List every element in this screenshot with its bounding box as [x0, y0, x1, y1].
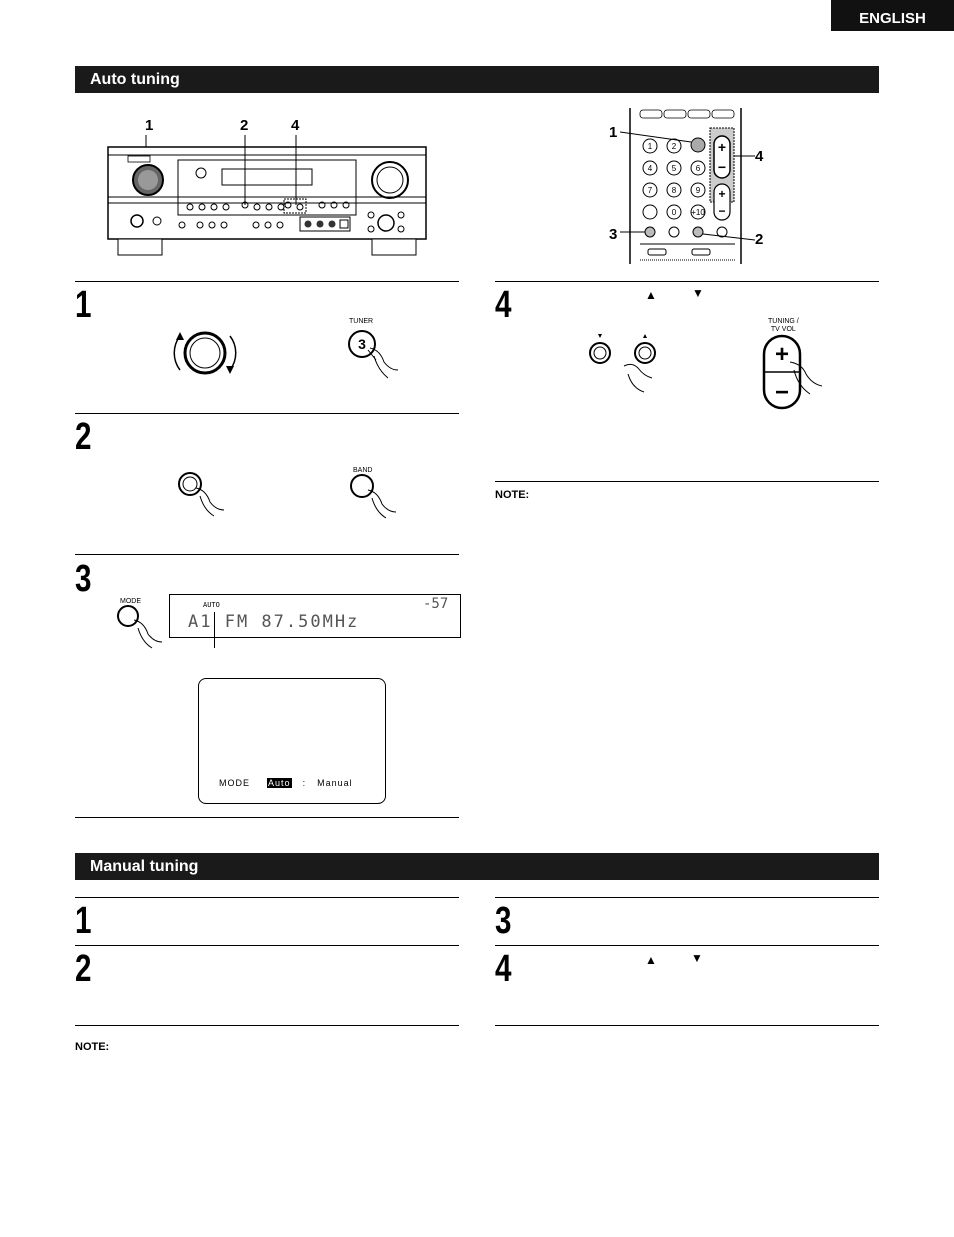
- step-divider: [75, 945, 459, 946]
- step-divider: [495, 945, 879, 946]
- auto-tuning-heading: Auto tuning: [75, 66, 879, 93]
- svg-text:0: 0: [672, 208, 677, 217]
- manual-step-1-number: 1: [75, 900, 92, 942]
- svg-text:−: −: [718, 159, 726, 175]
- lcd-pointer-line: [214, 612, 215, 648]
- osd-auto-selected: Auto: [267, 778, 292, 788]
- lcd-display: [169, 594, 461, 638]
- svg-text:9: 9: [696, 186, 701, 195]
- svg-text:+: +: [718, 139, 726, 155]
- manual-down-arrow-icon: ▼: [691, 951, 703, 965]
- manual-step-4-number: 4: [495, 948, 512, 990]
- mode-button-label: MODE: [120, 598, 141, 605]
- tuning-remote-rocker-illustration: + −: [762, 334, 823, 410]
- manual-tuning-note-label: NOTE:: [75, 1041, 110, 1053]
- svg-text:5: 5: [672, 164, 677, 173]
- svg-text:8: 8: [672, 186, 677, 195]
- mode-button-illustration: [117, 605, 163, 649]
- auto-step-3-number: 3: [75, 558, 92, 600]
- step-divider: [495, 281, 879, 282]
- tuning-tv-vol-label: TUNING / TV VOL: [768, 318, 799, 334]
- step-divider: [75, 413, 459, 414]
- auto-step-2-number: 2: [75, 416, 92, 458]
- tuning-label-line-2: TV VOL: [770, 326, 796, 333]
- band-button-label: BAND: [353, 467, 373, 474]
- osd-separator: :: [302, 778, 307, 788]
- osd-mode-label: MODE: [219, 778, 250, 788]
- osd-manual-option: Manual: [317, 778, 353, 788]
- band-remote-button-illustration: [350, 474, 397, 519]
- tuning-front-buttons-illustration: [589, 334, 656, 393]
- manual-step-2-number: 2: [75, 948, 92, 990]
- remote-callout-2: 2: [755, 231, 764, 248]
- lcd-frequency-text: A1 FM 87.50MHz: [188, 612, 360, 632]
- source-select-knob-illustration: [173, 331, 237, 375]
- remote-control-illustration: + − 1 2 4 5 6 7 8 9 0 +10 + −: [620, 108, 755, 264]
- front-callout-1: 1: [145, 117, 154, 134]
- manual-step-3-number: 3: [495, 900, 512, 942]
- language-tab: ENGLISH: [831, 0, 954, 31]
- down-arrow-icon: ▼: [692, 286, 704, 300]
- front-callout-4: 4: [291, 117, 300, 134]
- svg-text:−: −: [718, 204, 725, 218]
- receiver-front-panel-illustration: [107, 135, 427, 256]
- remote-callout-3: 3: [609, 226, 618, 243]
- up-arrow-icon: ▲: [645, 288, 657, 302]
- tuning-label-line-1: TUNING /: [768, 318, 799, 325]
- svg-text:4: 4: [648, 164, 653, 173]
- svg-text:2: 2: [672, 142, 677, 151]
- auto-step-1-number: 1: [75, 284, 92, 326]
- auto-step-4-number: 4: [495, 284, 512, 326]
- svg-text:1: 1: [648, 142, 653, 151]
- step-divider: [75, 554, 459, 555]
- step-divider: [75, 897, 459, 898]
- lcd-level-text: -57: [423, 596, 449, 612]
- osd-screen: [198, 678, 386, 804]
- svg-text:−: −: [775, 379, 789, 406]
- manual-tuning-heading: Manual tuning: [75, 853, 879, 880]
- tuner-button-illustration: 3: [348, 330, 399, 379]
- svg-text:+10: +10: [691, 208, 705, 217]
- svg-text:7: 7: [648, 186, 653, 195]
- svg-text:+: +: [718, 187, 725, 201]
- svg-text:6: 6: [696, 164, 701, 173]
- remote-callout-1: 1: [609, 124, 618, 141]
- front-callout-2: 2: [240, 117, 249, 134]
- osd-mode-line: MODE Auto : Manual: [219, 778, 353, 788]
- svg-text:+: +: [775, 341, 789, 368]
- tuner-button-label: TUNER: [349, 318, 374, 325]
- remote-callout-4: 4: [755, 148, 764, 165]
- manual-up-arrow-icon: ▲: [645, 953, 657, 967]
- lcd-auto-indicator: AUTO: [203, 601, 220, 609]
- step-divider: [75, 281, 459, 282]
- band-front-button-illustration: [178, 472, 225, 517]
- step-divider: [75, 817, 459, 818]
- step-divider: [75, 1025, 459, 1026]
- auto-tuning-note-label: NOTE:: [495, 489, 530, 501]
- tuner-button-key: 3: [358, 336, 366, 352]
- step-divider: [495, 1025, 879, 1026]
- step-divider: [495, 897, 879, 898]
- step-divider: [495, 481, 879, 482]
